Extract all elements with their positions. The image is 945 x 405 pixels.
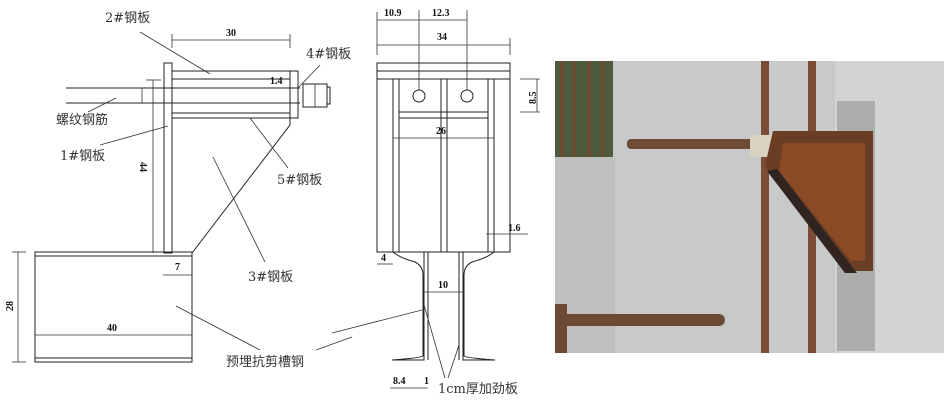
label-plate4: 4#钢板 bbox=[306, 47, 351, 62]
front-view: 10.9 12.3 34 8.5 26 1.6 4 10 8.4 1 1cm厚加… bbox=[331, 8, 540, 397]
dim-channel-gap: 10 bbox=[438, 280, 448, 291]
dim-hole-depth: 8.5 bbox=[528, 92, 539, 105]
label-stiffener: 1cm厚加劲板 bbox=[438, 382, 518, 397]
dim-top-width: 30 bbox=[226, 28, 236, 39]
dim-total-width: 34 bbox=[437, 32, 447, 43]
bracket-photo bbox=[555, 61, 944, 353]
dim-hole1: 10.9 bbox=[384, 8, 402, 19]
photo-scene bbox=[555, 61, 944, 353]
dim-plate4-thk: 1.4 bbox=[270, 76, 283, 87]
label-plate1: 1#钢板 bbox=[60, 149, 105, 164]
dim-hole2: 12.3 bbox=[432, 8, 450, 19]
label-plate5: 5#钢板 bbox=[277, 173, 322, 188]
side-view: 2#钢板 4#钢板 螺纹钢筋 1#钢板 5#钢板 3#钢板 预埋抗剪槽钢 30 … bbox=[5, 11, 353, 370]
dim-channel-width: 40 bbox=[107, 323, 117, 334]
dim-channel-height: 28 bbox=[5, 301, 16, 311]
label-channel: 预埋抗剪槽钢 bbox=[226, 354, 304, 370]
dim-edge: 4 bbox=[381, 253, 386, 264]
dim-inner-width: 26 bbox=[436, 126, 446, 137]
dim-flange: 8.4 bbox=[393, 376, 406, 387]
dim-height: 44 bbox=[137, 162, 148, 172]
label-rebar: 螺纹钢筋 bbox=[56, 112, 108, 128]
label-plate2: 2#钢板 bbox=[105, 11, 150, 26]
dim-stiffener: 1 bbox=[424, 376, 429, 387]
label-plate3: 3#钢板 bbox=[248, 270, 293, 285]
dim-plate-thk: 1.6 bbox=[508, 223, 521, 234]
dim-offset: 7 bbox=[175, 262, 180, 273]
